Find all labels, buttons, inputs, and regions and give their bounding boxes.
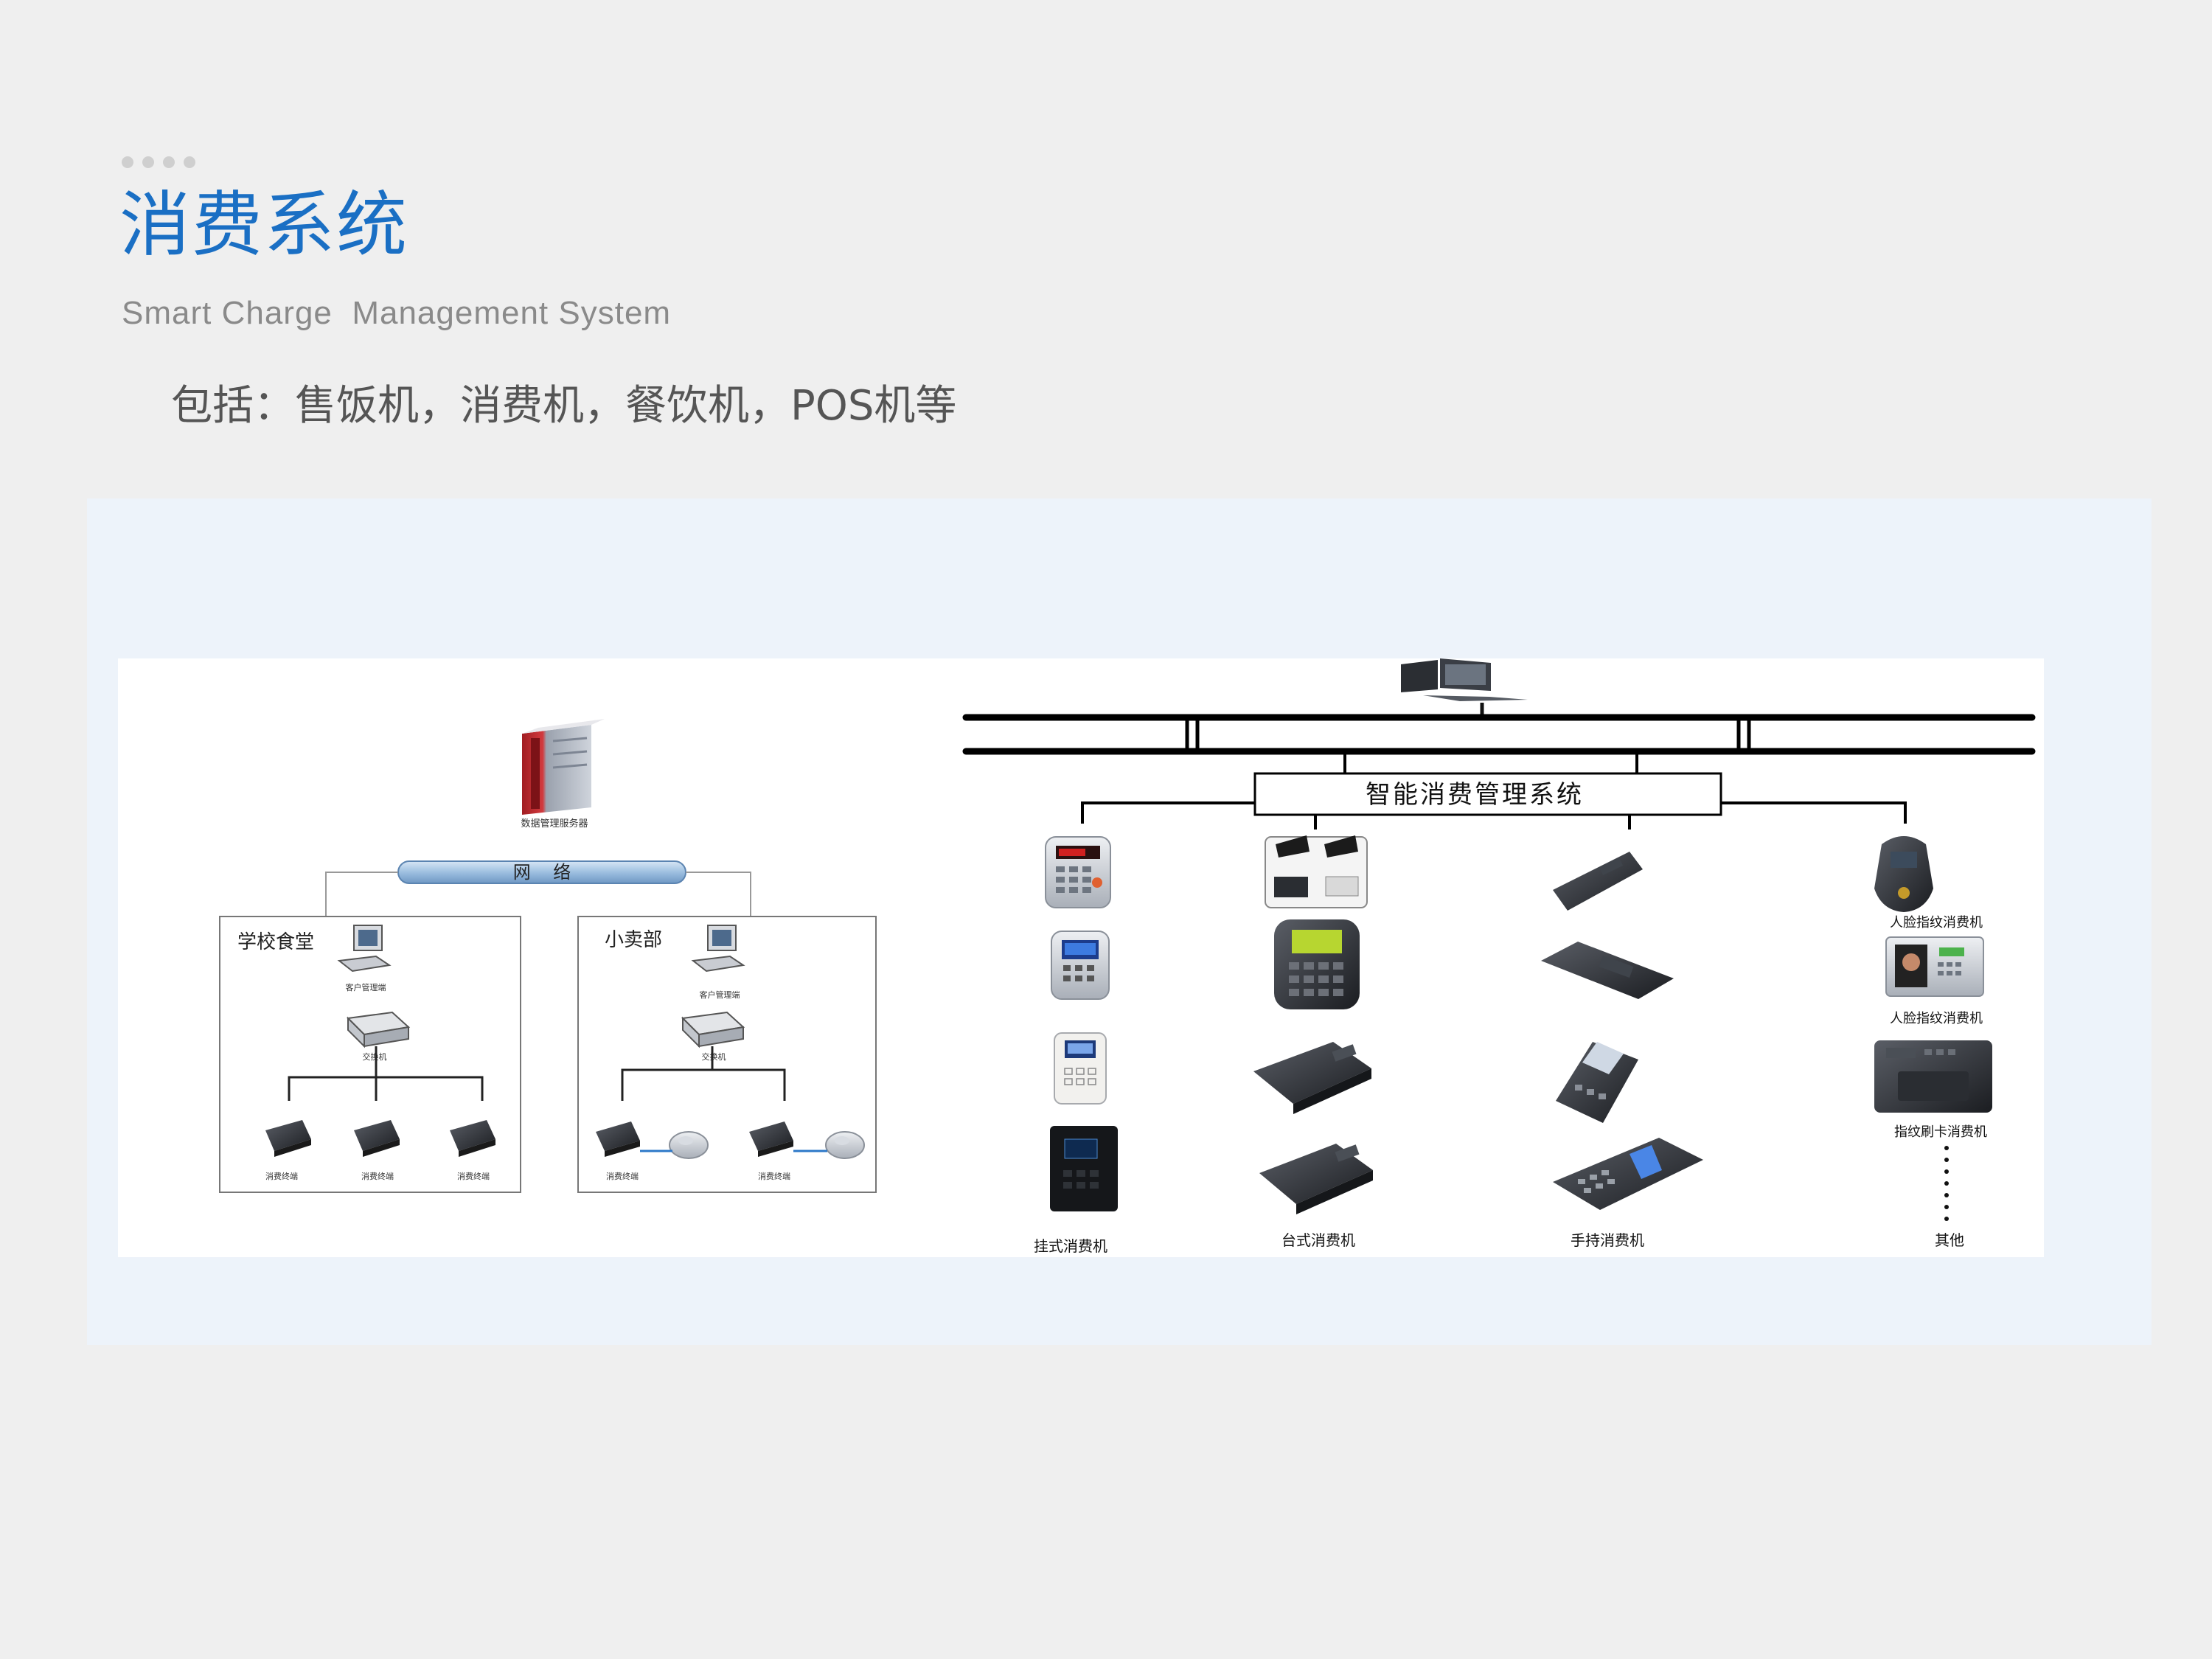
face-fingerprint-device-icon [1886,937,1983,996]
dot [184,156,195,168]
category-label: 台式消费机 [1281,1231,1355,1249]
more-dots-icon [1944,1146,1949,1221]
computer-icon [1401,658,1528,701]
zone-name-shop: 小卖部 [605,929,662,951]
fingerprint-card-device-icon [1874,1040,1992,1113]
switch-label: 交换机 [702,1051,726,1062]
device-label: 指纹刷卡消费机 [1894,1124,1987,1140]
switch-label: 交换机 [363,1051,387,1062]
system-diagram: 数据管理服务器 网 络 学校食堂 小卖部 客户管理端 [118,658,2044,1257]
system-label: 智能消费管理系统 [1366,780,1584,810]
desktop-device-icon [1259,1144,1373,1214]
wall-mounted-device-icon [1050,1126,1118,1211]
category-label: 挂式消费机 [1034,1237,1107,1255]
terminal-icon [450,1120,495,1157]
dot [142,156,154,168]
device-label: 人脸指纹消费机 [1890,915,1983,931]
includes-text: 包括：售饭机，消费机，餐饮机，POS机等 [171,372,956,432]
client-label: 客户管理端 [700,990,740,1000]
handheld-device-icon [1553,1138,1703,1210]
dot [122,156,133,168]
zone-name-canteen: 学校食堂 [237,931,314,953]
server-icon [522,719,605,815]
wall-mounted-device-icon [1054,1033,1106,1104]
terminal-label: 消费终端 [758,1171,790,1181]
switch-icon [683,1012,743,1046]
client-pc-icon [339,925,389,971]
face-fingerprint-device-icon [1874,836,1933,912]
decorative-dots [122,156,195,168]
wall-mounted-device-icon [1046,837,1110,908]
dot [163,156,175,168]
server-label: 数据管理服务器 [521,818,588,830]
category-label: 其他 [1935,1231,1964,1249]
switch-icon [348,1012,408,1046]
terminal-icon [354,1120,400,1157]
handheld-device-icon [1553,852,1643,911]
terminal-label: 消费终端 [606,1171,639,1181]
card-reader-icon [826,1132,864,1158]
wall-mounted-device-icon [1051,931,1109,999]
terminal-label: 消费终端 [265,1171,298,1181]
page-title: 消费系统 [119,184,408,265]
terminal-label: 消费终端 [361,1171,394,1181]
left-network-diagram: 数据管理服务器 网 络 学校食堂 小卖部 客户管理端 [220,719,876,1192]
device-label: 人脸指纹消费机 [1890,1011,1983,1026]
desktop-device-icon [1274,919,1360,1009]
card-reader-icon [669,1132,708,1158]
right-system-diagram: 智能消费管理系统 [966,658,2032,1255]
client-pc-icon [693,925,743,971]
desktop-device-icon [1253,1042,1371,1114]
terminal-label: 消费终端 [457,1171,490,1181]
category-label: 手持消费机 [1571,1231,1644,1249]
desktop-device-icon [1265,835,1367,908]
handheld-device-icon [1541,942,1674,999]
handheld-device-icon [1556,1042,1638,1123]
terminal-icon [265,1120,311,1157]
client-label: 客户管理端 [346,982,386,992]
terminal-icon [596,1121,640,1157]
diagram-svg: 数据管理服务器 网 络 学校食堂 小卖部 客户管理端 [118,658,2044,1257]
page-subtitle: Smart Charge Management System [122,295,671,332]
terminal-icon [749,1121,793,1157]
network-label: 网 络 [513,862,571,883]
